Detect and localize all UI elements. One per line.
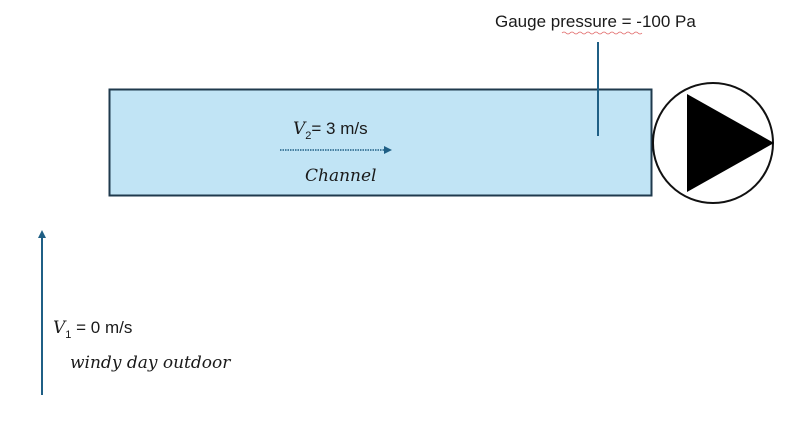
channel-velocity-label: V2= 3 m/s bbox=[293, 119, 368, 142]
outdoor-description: windy day outdoor bbox=[70, 353, 231, 373]
channel-box bbox=[108, 88, 653, 197]
fan-play-triangle-icon bbox=[687, 94, 774, 192]
spellcheck-underline bbox=[561, 31, 643, 35]
fan bbox=[652, 82, 774, 204]
gauge-pressure-label: Gauge pressure = -100 Pa bbox=[495, 12, 696, 31]
channel-label: Channel bbox=[305, 166, 377, 186]
outdoor-velocity-label: V1 = 0 m/s bbox=[53, 318, 132, 341]
gauge-pressure-word: pressure bbox=[551, 12, 617, 31]
